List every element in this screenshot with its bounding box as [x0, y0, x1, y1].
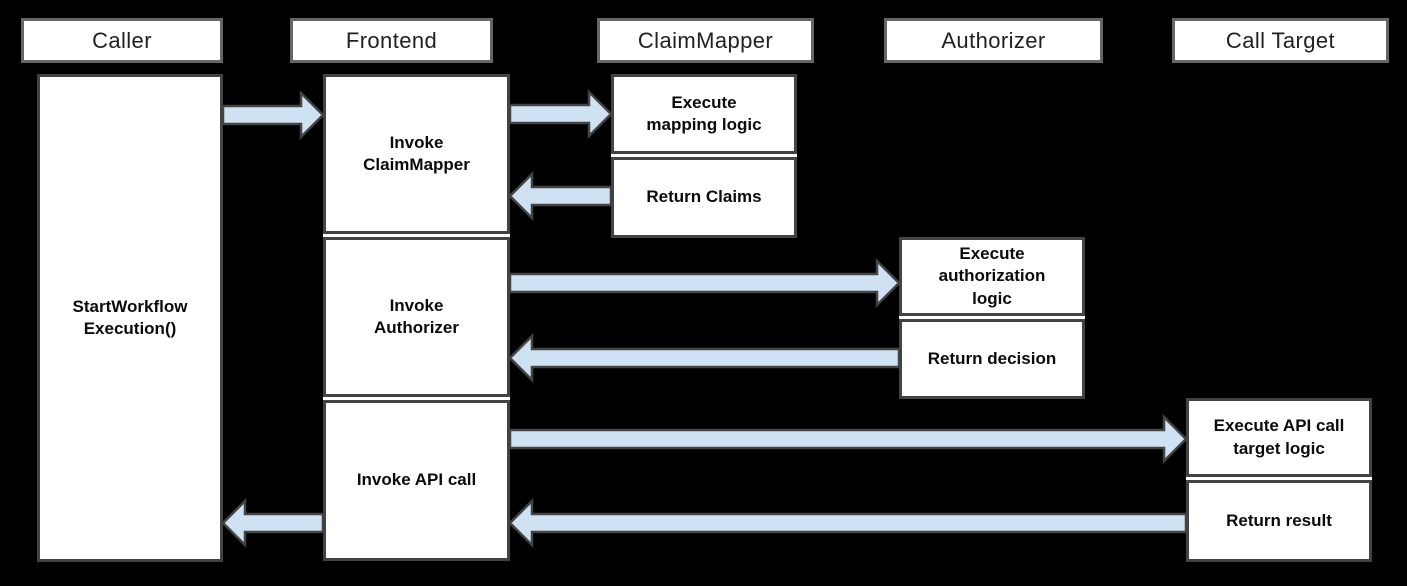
step-box-invoke-claimmapper: Invoke ClaimMapper [323, 74, 510, 234]
step-box-invoke-authorizer: Invoke Authorizer [323, 237, 510, 397]
step-box-execute-mapping-logic: Execute mapping logic [611, 74, 797, 154]
step-box-return-claims: Return Claims [611, 157, 797, 238]
caller-activation-stack: StartWorkflow Execution() [37, 74, 223, 562]
lane-header-claimmapper: ClaimMapper [597, 18, 814, 63]
arrow-frontend-to-claimmapper [508, 88, 613, 140]
arrow-frontend-return-to-caller [221, 497, 325, 549]
arrow-calltarget-return-to-frontend [508, 497, 1188, 549]
arrow-authorizer-return-to-frontend [508, 332, 901, 384]
authorizer-activation-stack: Execute authorization logic Return decis… [899, 237, 1085, 399]
claimmapper-activation-stack: Execute mapping logic Return Claims [611, 74, 797, 238]
step-box-execute-api-call-target-logic: Execute API call target logic [1186, 398, 1372, 477]
calltarget-activation-stack: Execute API call target logic Return res… [1186, 398, 1372, 562]
step-box-invoke-api-call: Invoke API call [323, 400, 510, 561]
lane-header-authorizer: Authorizer [884, 18, 1103, 63]
arrow-claimmapper-return-to-frontend [508, 170, 613, 222]
lane-header-calltarget: Call Target [1172, 18, 1389, 63]
lane-header-frontend: Frontend [290, 18, 493, 63]
frontend-activation-stack: Invoke ClaimMapper Invoke Authorizer Inv… [323, 74, 510, 561]
step-box-execute-authorization-logic: Execute authorization logic [899, 237, 1085, 316]
arrow-frontend-to-authorizer [508, 257, 901, 309]
step-box-return-decision: Return decision [899, 319, 1085, 399]
step-box-startworkflowexecution: StartWorkflow Execution() [37, 74, 223, 562]
arrow-caller-to-frontend [221, 89, 325, 141]
lane-header-caller: Caller [21, 18, 223, 63]
step-box-return-result: Return result [1186, 480, 1372, 562]
arrow-frontend-to-calltarget [508, 413, 1188, 465]
